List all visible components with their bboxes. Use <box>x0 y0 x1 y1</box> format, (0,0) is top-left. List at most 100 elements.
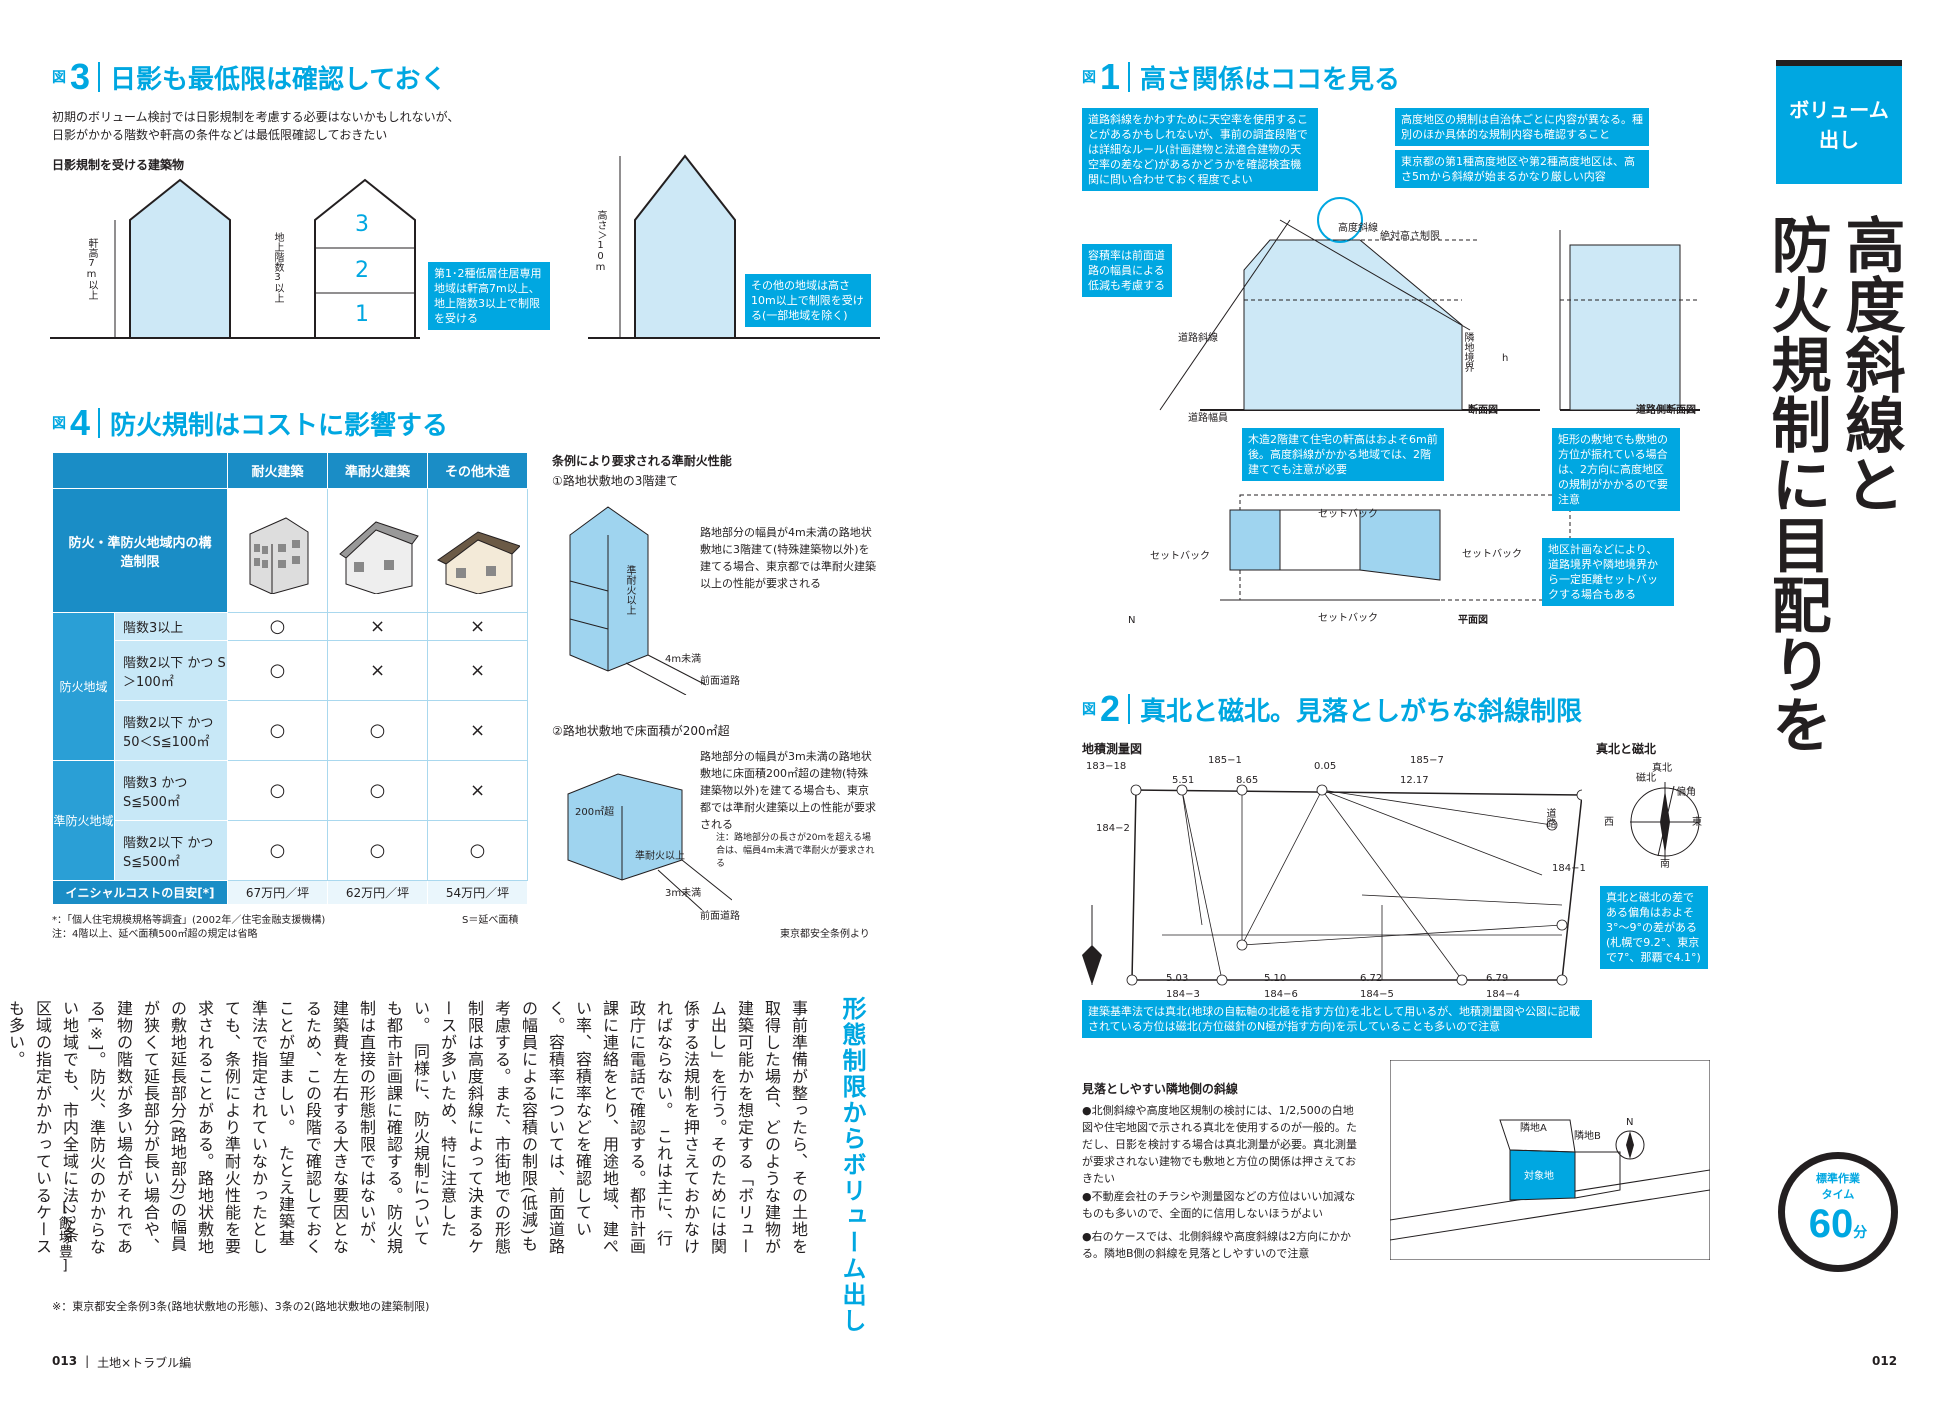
case2-jun: 準耐火以上 <box>635 851 685 862</box>
page-num-right: 012 <box>1872 1354 1898 1368</box>
north-label: 真北と磁北 <box>1596 742 1657 756</box>
cost-2: 62万円／坪 <box>327 880 428 905</box>
cost-3: 54万円／坪 <box>427 880 528 905</box>
timer-number: 60 <box>1808 1202 1854 1246</box>
dim-185-1: 185−1 <box>1208 755 1242 766</box>
zone-fire: 防火地域 <box>52 612 115 761</box>
big-title: 高度斜線と 防火規制に目配りを <box>1760 214 1906 754</box>
mark-r5-c1: ○ <box>227 820 328 881</box>
fig3-note2: その他の地域は高さ10m以上で制限を受ける(一部地域を除く) <box>745 274 871 327</box>
row1-label: 階数3以上 <box>114 612 228 641</box>
label-h: h <box>1502 353 1509 364</box>
case2-diagram <box>567 773 732 910</box>
fig1-callout2: 高度地区の規制は自治体ごとに内容が異なる。種別のほか具体的な規制内容も確認するこ… <box>1395 108 1649 146</box>
dim-184-4: 184−4 <box>1486 989 1520 1000</box>
n-angle: 偏角 <box>1676 787 1696 798</box>
fig1-callout4: 容積率は前面道路の幅員による低減も考慮する <box>1082 244 1172 297</box>
row4-label: 階数3 かつ S≦500㎡ <box>114 760 228 821</box>
label-danmen: 断面図 <box>1468 405 1498 416</box>
author: [飯塚豊] <box>57 1200 73 1274</box>
case2-text: 路地部分の幅員が3m未満の路地状敷地に床面積200㎡超の建物(特殊建築物以外)を… <box>700 750 876 831</box>
label-setback-right: セットバック <box>1462 549 1522 560</box>
case1-diagram <box>569 506 707 695</box>
label-setback-bottom: セットバック <box>1318 613 1378 624</box>
label-zettai: 絶対高さ制限 <box>1380 231 1440 242</box>
fig3-desc2: 日影がかかる階数や軒高の条件などは最低限確認しておきたい <box>52 128 388 142</box>
footer-section: 土地×トラブル編 <box>97 1356 192 1370</box>
label-haba: 道路幅員 <box>1188 413 1228 424</box>
fig3-desc1: 初期のボリューム検討では日影規制を考慮する必要はないかもしれないが、 <box>52 110 460 124</box>
label-rinchi: 隣地境界 <box>1462 332 1473 372</box>
eave-label: 軒高7m以上 <box>86 238 97 300</box>
neighbor-b: 隣地B <box>1574 1131 1601 1142</box>
case2-area: 200㎡超 <box>575 807 615 818</box>
mark-r5-c2: ○ <box>327 820 428 881</box>
row5-label: 階数2以下 かつ S≦500㎡ <box>114 820 228 881</box>
dir-east: 東 <box>1692 817 1702 828</box>
floor-2: 2 <box>355 258 369 283</box>
fig3-note1: 第1･2種低層住居専用地域は軒高7m以上、地上階数3以上で制限を受ける <box>428 262 550 330</box>
fig1-callout1: 道路斜線をかわすために天空率を使用することがあるかもしれないが、事前の調査段階で… <box>1082 108 1318 191</box>
dim-551: 5.51 <box>1172 775 1195 786</box>
semi-fireproof-house-icon <box>327 488 428 613</box>
label-doro: 道路斜線 <box>1178 333 1218 344</box>
mark-r1-c1: ○ <box>227 612 328 641</box>
fig2-sub2: 見落としやすい隣地側の斜線 <box>1082 1082 1238 1096</box>
mark-r2-c1: ○ <box>227 640 328 701</box>
case2-road: 前面道路 <box>700 911 740 922</box>
dim-865: 8.65 <box>1236 775 1259 786</box>
dim-672: 6.72 <box>1360 973 1383 984</box>
dim-184-6: 184−6 <box>1264 989 1298 1000</box>
rowhead: 防火・準防火地域内の構造制限 <box>52 488 228 613</box>
footer-left: 013 | 土地×トラブル編 <box>52 1354 192 1370</box>
case2-src: 東京都安全条例より <box>780 929 870 940</box>
page-num-left: 013 <box>52 1354 78 1368</box>
tab-line1: ボリューム <box>1789 98 1889 122</box>
fig3-diagram <box>50 154 880 339</box>
fig1-callout3: 東京都の第1種高度地区や第2種高度地区は、高さ5mから斜線が始まるかなり厳しい内… <box>1395 150 1649 188</box>
dir-west: 西 <box>1604 817 1614 828</box>
dim-183-18: 183−18 <box>1086 761 1127 772</box>
fireproof-building-icon <box>227 488 328 613</box>
col-fireproof: 耐火建築 <box>227 452 328 489</box>
case2-note: 注：路地部分の長さが20mを超える場合は、幅員4m未満で準耐火が要求される <box>716 833 875 869</box>
cost-label: イニシャルコストの目安[*] <box>52 880 228 905</box>
fig4-side-title: 条例により要求される準耐火性能 <box>552 454 732 468</box>
road-label: 道路 <box>1544 808 1555 828</box>
label-setback-top: セットバック <box>1318 509 1378 520</box>
col-wood: その他木造 <box>427 452 528 489</box>
fig1-callout6: 矩形の敷地でも敷地の方位が振れている場合は、2方向に高度地区の規制がかかるので要… <box>1552 428 1680 511</box>
section-tab: ボリューム 出し <box>1776 60 1902 184</box>
bullet-2: ●不動産会社のチラシや測量図などの方位はいい加減なものも多いので、全面的に信用し… <box>1082 1190 1356 1220</box>
fig1-callout5: 木造2階建て住宅の軒高はおよそ6m前後。高度斜線がかかる地域では、2階建てでも注… <box>1242 428 1444 481</box>
height-label: 高さ＞10m <box>595 210 606 273</box>
cost-1: 67万円／坪 <box>227 880 328 905</box>
big-title-line2: 防火規制に目配りを <box>1761 214 1831 754</box>
mark-r2-c2: × <box>327 640 428 701</box>
neighbor-a: 隣地A <box>1520 1123 1547 1134</box>
col-semi: 準耐火建築 <box>327 452 428 489</box>
label-dorogawa: 道路側断面図 <box>1636 405 1696 416</box>
floor-3: 3 <box>355 212 369 237</box>
dim-184-5: 184−5 <box>1360 989 1394 1000</box>
mark-r4-c3: × <box>427 760 528 821</box>
neighbor-n: N <box>1626 1117 1634 1128</box>
timer-unit: 分 <box>1853 1224 1868 1240</box>
mark-r3-c3: × <box>427 700 528 761</box>
wooden-house-icon <box>427 488 528 613</box>
floor-1: 1 <box>355 302 369 327</box>
label-n1: N <box>1128 615 1136 626</box>
label-kodo: 高度斜線 <box>1338 223 1378 234</box>
survey-map <box>1082 784 1582 986</box>
zone-semi: 準防火地域 <box>52 760 115 881</box>
dim-005: 0.05 <box>1314 761 1337 772</box>
dim-503: 5.03 <box>1166 973 1189 984</box>
mark-r3-c2: ○ <box>327 700 428 761</box>
dim-184-1: 184−1 <box>1552 863 1586 874</box>
north-note: 真北と磁北の差である偏角はおよそ3°～9°の差がある(札幌で9.2°、東京で7°… <box>1600 886 1708 969</box>
mark-r4-c1: ○ <box>227 760 328 821</box>
dim-679: 6.79 <box>1486 973 1509 984</box>
